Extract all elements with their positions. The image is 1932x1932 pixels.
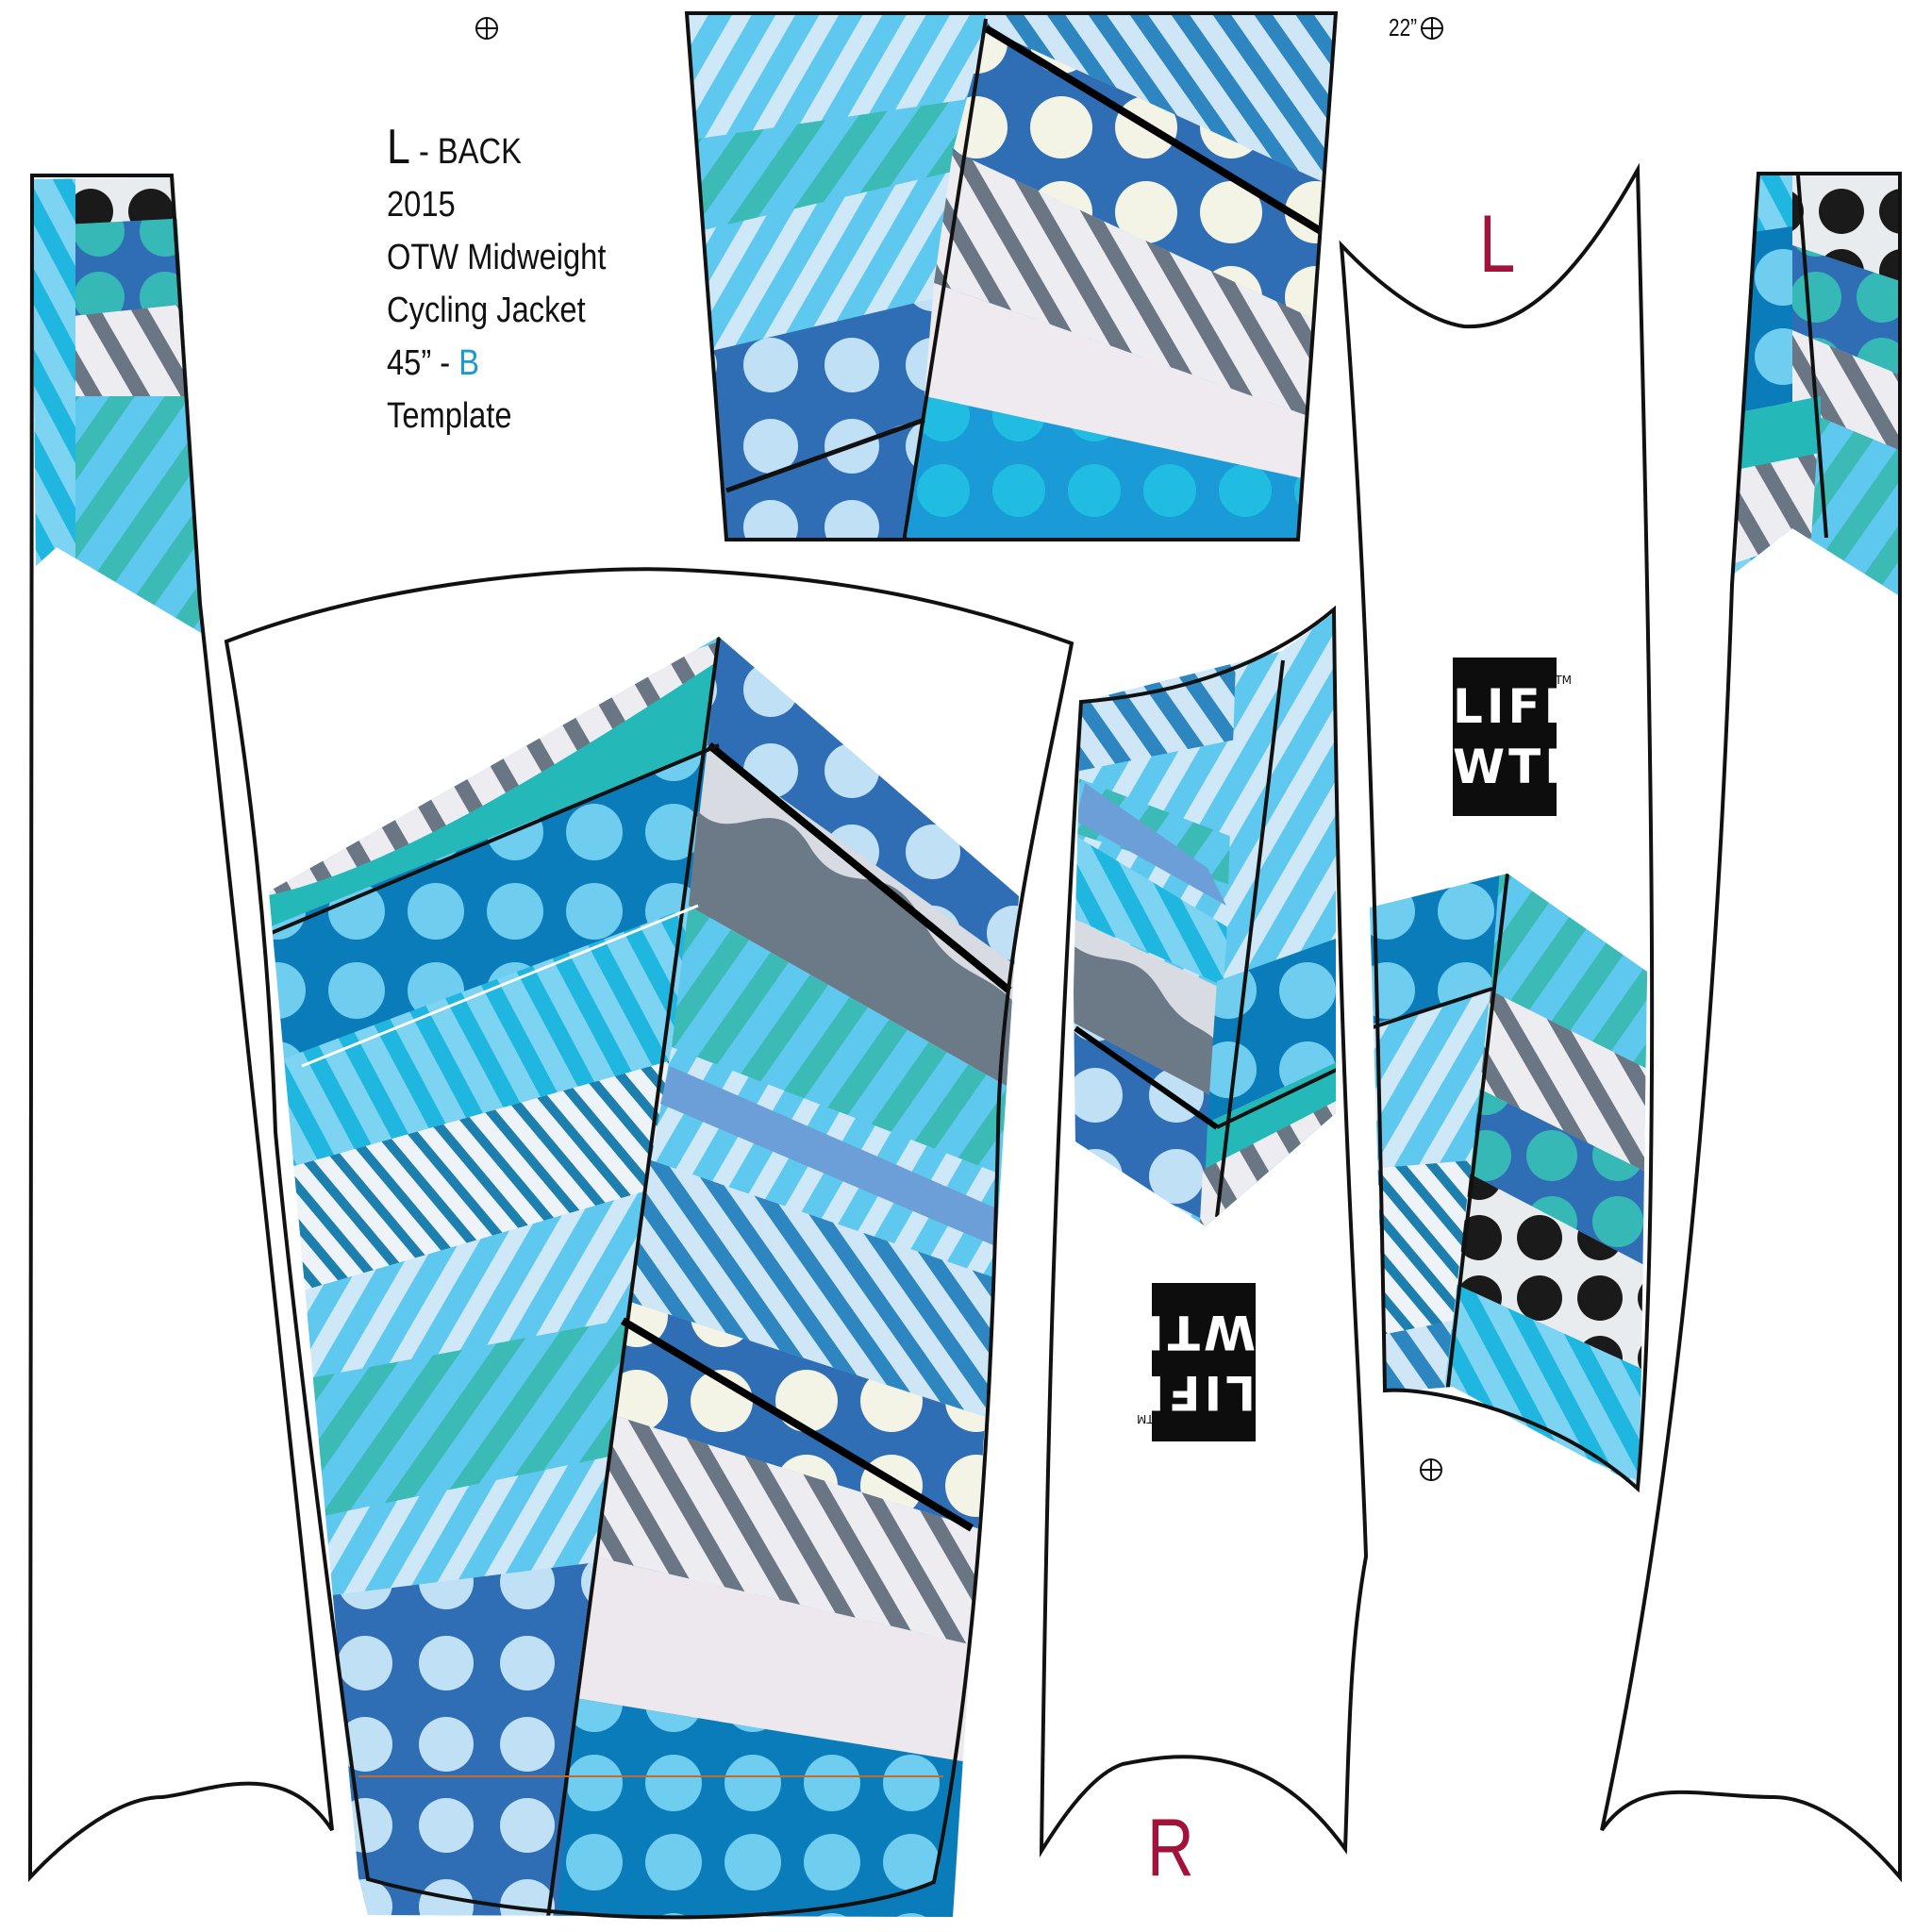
logo-inverted-line-1: LIFE: [1128, 1365, 1256, 1420]
logo-line-1: LIFE: [1453, 679, 1580, 734]
title-size: 45” -: [387, 343, 459, 383]
title-separator: -: [409, 132, 438, 172]
collar-outline: [684, 11, 1339, 541]
title-line-1: L - BACK: [387, 121, 606, 178]
template-title-block: L - BACK 2015 OTW Midweight Cycling Jack…: [387, 121, 606, 442]
front-panel-right: [1339, 162, 1655, 1493]
front-panel-right-outline: [1339, 162, 1655, 1493]
side-label-left: L: [1479, 199, 1516, 290]
front-panel-left: [1039, 605, 1369, 1858]
side-label-right: R: [1147, 1803, 1194, 1893]
back-panel: [224, 567, 1074, 1920]
life-wtr-logo: LIFE WTR TM: [1453, 658, 1585, 816]
right-sleeve-panel: [1600, 172, 1902, 1883]
title-product-line: OTW Midweight: [387, 238, 607, 277]
left-sleeve-outline: [27, 174, 334, 1883]
size-mark-label: 22”: [1389, 13, 1418, 42]
collar-panel: [684, 11, 1339, 541]
registration-mark-top-left: [475, 17, 498, 40]
logo-trademark: TM: [1555, 674, 1572, 687]
logo-inverted-trademark: TM: [1137, 1412, 1154, 1425]
title-product-type: Cycling Jacket: [387, 291, 586, 330]
title-template-label: Template: [387, 396, 512, 436]
right-sleeve-outline: [1600, 172, 1902, 1883]
logo-line-2: WTR: [1453, 740, 1585, 794]
title-side-letter: L: [387, 120, 410, 175]
registration-mark-top-right: [1421, 17, 1443, 40]
back-panel-outline: [224, 567, 1074, 1920]
logo-inverted-line-2: WTR: [1124, 1305, 1256, 1359]
title-panel-name: BACK: [437, 132, 522, 172]
title-year: 2015: [387, 185, 456, 225]
front-panel-left-outline: [1039, 605, 1369, 1858]
title-size-line: 45” - B: [387, 337, 606, 390]
title-variant: B: [458, 343, 480, 383]
life-wtr-logo-inverted: LIFE WTR TM: [1124, 1283, 1256, 1441]
registration-mark-middle: [1420, 1458, 1442, 1481]
